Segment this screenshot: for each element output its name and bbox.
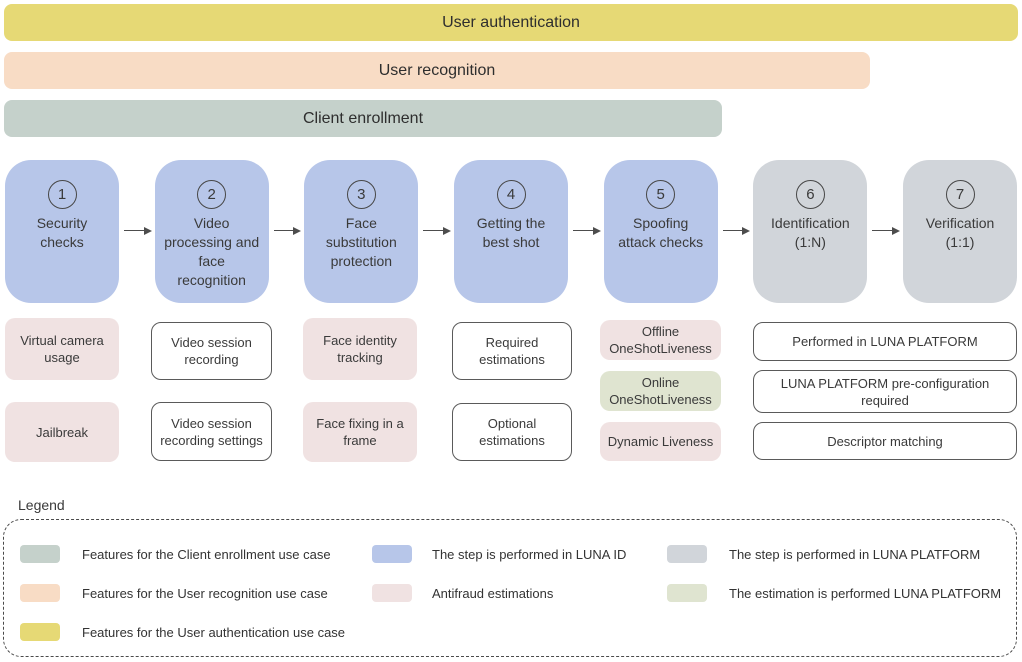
step-label: Verification (1:1) [925, 215, 995, 250]
legend-label: The step is performed in LUNA ID [432, 546, 627, 562]
step-label: Identification (1:N) [771, 215, 850, 250]
feature-chip-face-identity-tracking: Face identity tracking [303, 318, 417, 380]
flow-arrow-icon [119, 160, 155, 303]
feature-chip-video-session-recording-settings: Video session recording settings [151, 402, 272, 461]
note-chip-preconfiguration-required: LUNA PLATFORM pre-configuration required [753, 370, 1017, 413]
flow-arrow-icon [867, 160, 903, 303]
features-column-luna-platform: Performed in LUNA PLATFORM LUNA PLATFORM… [753, 318, 1017, 463]
feature-chip-optional-estimations: Optional estimations [452, 403, 572, 461]
luna-platform-step-swatch-icon [667, 545, 707, 563]
features-column-face-substitution: Face identity tracking Face fixing in a … [303, 318, 417, 463]
step-box-video-processing: 2 Video processing and face recognition [154, 160, 269, 303]
legend-label: Features for the Client enrollment use c… [82, 546, 331, 562]
use-case-bar-user-recognition: User recognition [4, 52, 870, 89]
user-recognition-swatch-icon [20, 584, 60, 602]
feature-label: Face fixing in a frame [316, 416, 404, 448]
flow-arrow-icon [269, 160, 305, 303]
features-column-video-processing: Video session recording Video session re… [151, 318, 272, 463]
client-enrollment-swatch-icon [20, 545, 60, 563]
luna-id-step-swatch-icon [372, 545, 412, 563]
step-label: Getting the best shot [476, 215, 546, 250]
feature-label: Optional estimations [479, 416, 545, 448]
legend-column-luna-id: The step is performed in LUNA ID Antifra… [372, 545, 626, 602]
legend-label: The step is performed in LUNA PLATFORM [729, 546, 981, 562]
platform-estimation-swatch-icon [667, 584, 707, 602]
flow-arrow-icon [418, 160, 454, 303]
step-box-verification: 7 Verification (1:1) [903, 160, 1018, 303]
step-number-badge: 1 [47, 180, 77, 209]
note-label: Performed in LUNA PLATFORM [792, 334, 978, 349]
legend-label: Features for the User recognition use ca… [82, 585, 328, 601]
feature-chip-required-estimations: Required estimations [452, 322, 572, 380]
step-box-identification: 6 Identification (1:N) [753, 160, 868, 303]
step-box-security-checks: 1 Security checks [5, 160, 119, 303]
step-number-badge: 6 [795, 180, 825, 209]
legend-label: The estimation is performed LUNA PLATFOR… [729, 585, 1002, 601]
steps-flow: 1 Security checks 2 Video processing and… [5, 160, 1018, 303]
feature-chip-virtual-camera-usage: Virtual camera usage [5, 318, 119, 380]
feature-label: Video session recording settings [160, 415, 263, 448]
feature-label: Virtual camera usage [20, 333, 104, 365]
legend-title: Legend [18, 497, 65, 513]
feature-label: Online OneShotLiveness [609, 375, 712, 407]
legend-item: Features for the Client enrollment use c… [20, 545, 345, 563]
note-label: Descriptor matching [827, 433, 943, 449]
step-number-badge: 2 [197, 180, 227, 209]
step-box-spoofing-attack-checks: 5 Spoofing attack checks [603, 160, 718, 303]
step-box-getting-best-shot: 4 Getting the best shot [454, 160, 569, 303]
feature-label: Required estimations [479, 335, 545, 367]
step-number-badge: 3 [346, 180, 376, 209]
use-case-bar-label: User recognition [378, 61, 496, 79]
use-case-bar-label: Client enrollment [302, 109, 424, 127]
step-label: Video processing and face recognition [164, 215, 260, 288]
legend-box [3, 519, 1017, 657]
user-authentication-swatch-icon [20, 623, 60, 641]
features-column-security-checks: Virtual camera usage Jailbreak [5, 318, 119, 463]
features-column-spoofing-checks: Offline OneShotLiveness Online OneShotLi… [600, 318, 721, 463]
note-chip-performed-in-luna-platform: Performed in LUNA PLATFORM [753, 322, 1017, 361]
legend-item: Features for the User recognition use ca… [20, 584, 345, 602]
step-number-badge: 7 [945, 180, 975, 209]
step-number-badge: 5 [646, 180, 676, 209]
feature-chip-online-oneshotliveness: Online OneShotLiveness [600, 371, 721, 411]
legend-column-use-cases: Features for the Client enrollment use c… [20, 545, 345, 641]
legend-item: Features for the User authentication use… [20, 623, 345, 641]
use-case-bar-label: User authentication [442, 13, 580, 31]
antifraud-swatch-icon [372, 584, 412, 602]
step-label: Face substitution protection [325, 215, 397, 269]
step-number-badge: 4 [496, 180, 526, 209]
feature-label: Face identity tracking [323, 333, 397, 365]
feature-label: Jailbreak [35, 424, 89, 440]
feature-chip-dynamic-liveness: Dynamic Liveness [600, 422, 721, 461]
flow-arrow-icon [568, 160, 604, 303]
note-chip-descriptor-matching: Descriptor matching [753, 422, 1017, 460]
legend-item: Antifraud estimations [372, 584, 626, 602]
features-column-best-shot: Required estimations Optional estimation… [452, 318, 572, 463]
feature-chip-face-fixing-in-frame: Face fixing in a frame [303, 402, 417, 462]
flow-arrow-icon [718, 160, 754, 303]
feature-label: Dynamic Liveness [607, 434, 714, 449]
legend-item: The step is performed in LUNA PLATFORM [667, 545, 1001, 563]
legend-column-luna-platform: The step is performed in LUNA PLATFORM T… [667, 545, 1001, 602]
use-case-bar-client-enrollment: Client enrollment [4, 100, 722, 137]
legend-item: The estimation is performed LUNA PLATFOR… [667, 584, 1001, 602]
use-case-bar-user-authentication: User authentication [4, 4, 1018, 41]
feature-chip-offline-oneshotliveness: Offline OneShotLiveness [600, 320, 721, 360]
legend-item: The step is performed in LUNA ID [372, 545, 626, 563]
legend-label: Antifraud estimations [432, 585, 554, 601]
step-label: Spoofing attack checks [618, 215, 704, 250]
legend-label: Features for the User authentication use… [82, 624, 346, 640]
feature-chip-jailbreak: Jailbreak [5, 402, 119, 462]
step-box-face-substitution-protection: 3 Face substitution protection [304, 160, 419, 303]
note-label: LUNA PLATFORM pre-configuration required [780, 375, 990, 408]
step-label: Security checks [36, 215, 88, 250]
feature-label: Offline OneShotLiveness [609, 324, 712, 356]
feature-label: Video session recording [171, 335, 252, 367]
feature-chip-video-session-recording: Video session recording [151, 322, 272, 380]
